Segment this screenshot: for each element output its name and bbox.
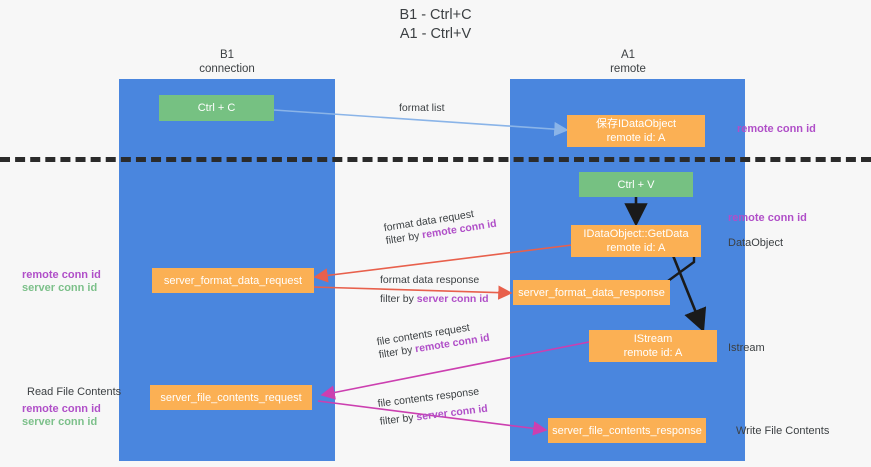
node-ctrl-v[interactable]: Ctrl + V [579,172,693,197]
node-save-idataobject[interactable]: 保存IDataObject remote id: A [567,115,705,147]
node-ctrl-c[interactable]: Ctrl + C [159,95,274,121]
column-header-b1: B1 connection [199,49,255,75]
edge-label-format-data-response: format data response filter by server co… [380,274,489,306]
annotation-left-server-conn-id-2: server conn id [22,416,98,428]
annotation-read-file-contents: Read File Contents [27,386,122,398]
annotation-left-server-conn-id: server conn id [22,282,98,294]
node-istream[interactable]: IStream remote id: A [589,330,717,362]
annotation-remote-conn-id-mid: remote conn id [728,212,807,224]
node-server-file-contents-request[interactable]: server_file_contents_request [150,385,312,410]
edge-label-fdres-line1: format data response [380,274,480,286]
edge-label-file-contents-response: file contents response filter by server … [377,385,489,429]
annotation-left-remote-conn-id-2: remote conn id [22,403,101,415]
node-idataobject-getdata[interactable]: IDataObject::GetData remote id: A [571,225,701,257]
edge-label-fcres-line2: filter by [379,411,418,428]
edge-label-fdres-line2: filter by [380,293,417,305]
section-divider [0,157,871,162]
page-title: B1 - Ctrl+C A1 - Ctrl+V [399,7,472,42]
annotation-remote-conn-id-top: remote conn id [737,123,816,135]
node-server-format-data-request[interactable]: server_format_data_request [152,268,314,293]
edge-label-format-list: format list [399,102,445,115]
edge-label-fcres-highlight: server conn id [415,402,489,424]
annotation-left-remote-conn-id: remote conn id [22,269,101,281]
edge-label-format-data-request: format data request filter by remote con… [383,205,498,248]
node-server-file-contents-response[interactable]: server_file_contents_response [548,418,706,443]
column-header-a1: A1 remote [610,49,646,75]
annotation-dataobject: DataObject [728,237,784,249]
edge-label-format-list-line1: format list [399,102,445,114]
node-server-format-data-response[interactable]: server_format_data_response [513,280,670,305]
edge-label-file-contents-request: file contents request filter by remote c… [376,319,491,362]
edge-label-fdres-highlight: server conn id [416,293,489,305]
annotation-istream: Istream [728,342,765,354]
annotation-write-file-contents: Write File Contents [736,425,830,437]
